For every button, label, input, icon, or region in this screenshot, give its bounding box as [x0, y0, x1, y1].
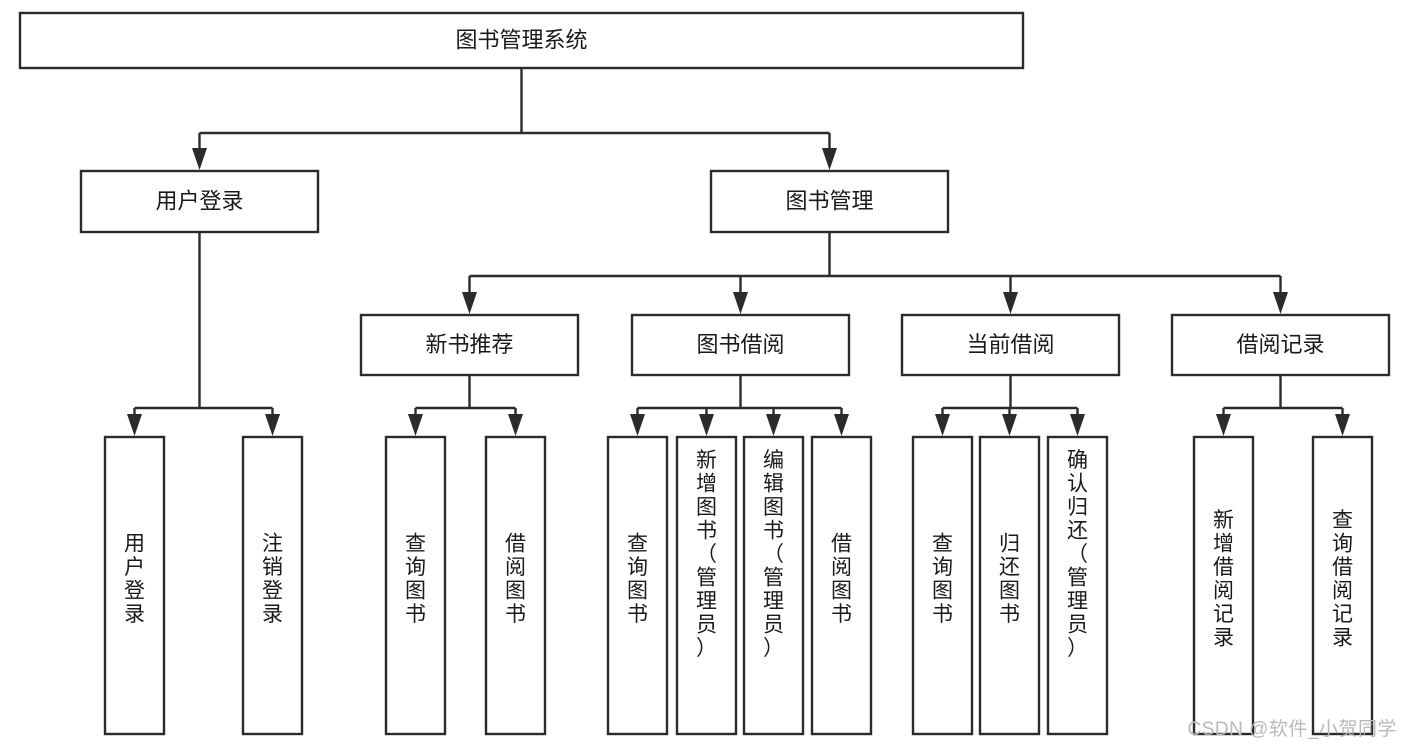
node-box[interactable]: [675, 435, 738, 736]
node-box[interactable]: [359, 313, 580, 377]
node-label: 图书管理系统: [455, 27, 587, 52]
node-leaf-2[interactable]: 注销登录: [241, 435, 304, 736]
arrow-head-icon: [408, 414, 423, 436]
node-label: 查询借阅记录: [1332, 509, 1353, 650]
node-box[interactable]: [911, 435, 974, 736]
arrow-head-icon: [1273, 292, 1288, 314]
node-box[interactable]: [900, 313, 1121, 377]
arrow-head-icon: [1216, 414, 1231, 436]
node-label: 新书推荐: [425, 332, 513, 357]
node-label: 借阅图书: [505, 532, 526, 626]
node-box[interactable]: [630, 313, 851, 377]
node-label: 借阅图书: [831, 532, 852, 626]
node-box[interactable]: [978, 435, 1041, 736]
node-label: 借阅记录: [1236, 332, 1324, 357]
arrow-head-icon: [1002, 414, 1017, 436]
arrow-head-icon: [766, 414, 781, 436]
arrow-head-icon: [1335, 414, 1350, 436]
node-leaf-13[interactable]: 查询借阅记录: [1311, 435, 1374, 736]
watermark-label: CSDN @软件_小贺同学: [1187, 719, 1397, 740]
node-label: 新增图书（管理员）: [696, 449, 717, 660]
node-label: 查询图书: [405, 532, 426, 626]
node-newbook[interactable]: 新书推荐: [359, 313, 580, 377]
node-box[interactable]: [1046, 435, 1109, 736]
node-label: 查询图书: [932, 532, 953, 626]
node-leaf-10[interactable]: 归还图书: [978, 435, 1041, 736]
node-leaf-5[interactable]: 查询图书: [606, 435, 669, 736]
node-borrow[interactable]: 图书借阅: [630, 313, 851, 377]
node-leaf-8[interactable]: 借阅图书: [810, 435, 873, 736]
node-box[interactable]: [484, 435, 547, 736]
node-label: 新增借阅记录: [1213, 509, 1234, 650]
node-box[interactable]: [18, 11, 1025, 70]
node-leaf-9[interactable]: 查询图书: [911, 435, 974, 736]
node-label: 归还图书: [999, 532, 1020, 626]
node-bookmgmt[interactable]: 图书管理: [709, 169, 950, 234]
node-records[interactable]: 借阅记录: [1170, 313, 1391, 377]
arrow-head-icon: [1003, 292, 1018, 314]
node-leaf-6[interactable]: 新增图书（管理员）: [675, 435, 738, 736]
arrow-head-icon: [822, 148, 837, 170]
arrow-head-icon: [630, 414, 645, 436]
node-layer: 图书管理系统用户登录图书管理新书推荐图书借阅当前借阅借阅记录用户登录注销登录查询…: [18, 11, 1391, 736]
node-leaf-11[interactable]: 确认归还（管理员）: [1046, 435, 1109, 736]
node-box[interactable]: [79, 169, 320, 234]
node-box[interactable]: [709, 169, 950, 234]
arrow-head-icon: [192, 148, 207, 170]
node-root[interactable]: 图书管理系统: [18, 11, 1025, 70]
node-label: 编辑图书（管理员）: [763, 449, 784, 660]
node-box[interactable]: [606, 435, 669, 736]
node-leaf-12[interactable]: 新增借阅记录: [1192, 435, 1255, 736]
node-label: 用户登录: [124, 532, 145, 626]
arrow-head-icon: [935, 414, 950, 436]
node-box[interactable]: [1311, 435, 1374, 736]
connector-layer: [127, 68, 1350, 436]
arrow-head-icon: [508, 414, 523, 436]
arrow-head-icon: [733, 292, 748, 314]
node-box[interactable]: [241, 435, 304, 736]
node-label: 查询图书: [627, 532, 648, 626]
arrow-head-icon: [265, 414, 280, 436]
node-label: 图书借阅: [696, 332, 784, 357]
node-label: 当前借阅: [966, 332, 1054, 357]
node-leaf-4[interactable]: 借阅图书: [484, 435, 547, 736]
node-label: 用户登录: [155, 188, 243, 213]
node-label: 图书管理: [785, 188, 873, 213]
node-current[interactable]: 当前借阅: [900, 313, 1121, 377]
arrow-head-icon: [1070, 414, 1085, 436]
node-box[interactable]: [742, 435, 805, 736]
node-leaf-1[interactable]: 用户登录: [103, 435, 166, 736]
node-leaf-3[interactable]: 查询图书: [384, 435, 447, 736]
node-box[interactable]: [1192, 435, 1255, 736]
node-login[interactable]: 用户登录: [79, 169, 320, 234]
node-box[interactable]: [810, 435, 873, 736]
node-label: 注销登录: [262, 532, 283, 626]
node-box[interactable]: [103, 435, 166, 736]
node-box[interactable]: [384, 435, 447, 736]
arrow-head-icon: [834, 414, 849, 436]
arrow-head-icon: [699, 414, 714, 436]
arrow-head-icon: [462, 292, 477, 314]
node-box[interactable]: [1170, 313, 1391, 377]
arrow-head-icon: [127, 414, 142, 436]
node-label: 确认归还（管理员）: [1067, 449, 1088, 660]
node-leaf-7[interactable]: 编辑图书（管理员）: [742, 435, 805, 736]
